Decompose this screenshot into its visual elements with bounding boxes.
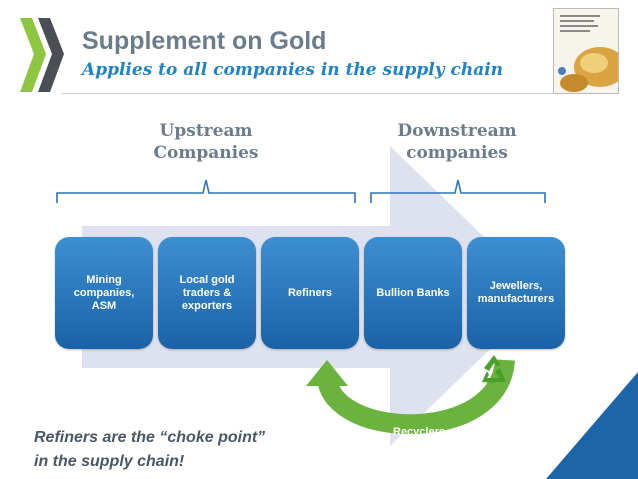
recyclers-label: Recyclers <box>393 426 445 438</box>
chain-box-refiners: Refiners <box>261 237 359 349</box>
chain-box-jewellers: Jewellers, manufacturers <box>467 237 565 349</box>
choke-point-note-line2: in the supply chain! <box>34 453 185 470</box>
report-cover-thumbnail <box>553 8 619 94</box>
upstream-heading: Upstream Companies <box>136 120 276 164</box>
chain-box-label: Local gold traders & exporters <box>179 273 235 312</box>
upstream-heading-line1: Upstream <box>159 121 253 141</box>
recycle-icon <box>482 355 506 383</box>
oecd-logo-icon <box>20 18 64 92</box>
cover-art-icon <box>554 9 618 93</box>
choke-point-note-line1: Refiners are the “choke point” <box>34 429 266 446</box>
upstream-heading-line2: Companies <box>153 143 259 163</box>
chain-box-label: Mining companies, ASM <box>73 273 135 312</box>
downstream-heading: Downstream companies <box>387 120 527 164</box>
choke-point-note: Refiners are the “choke point” in the su… <box>34 426 334 474</box>
chain-box-label: Refiners <box>287 286 333 299</box>
chain-box-mining: Mining companies, ASM <box>55 237 153 349</box>
chain-box-label: Bullion Banks <box>376 286 450 299</box>
chain-box-label: Jewellers, manufacturers <box>477 280 555 305</box>
chain-box-bullion-banks: Bullion Banks <box>364 237 462 349</box>
slide-title: Supplement on Gold <box>82 27 327 55</box>
downstream-heading-line2: companies <box>406 143 508 163</box>
chain-box-local-traders: Local gold traders & exporters <box>158 237 256 349</box>
title-divider <box>62 93 604 94</box>
downstream-heading-line1: Downstream <box>397 121 517 141</box>
slide-subtitle: Applies to all companies in the supply c… <box>82 60 504 80</box>
